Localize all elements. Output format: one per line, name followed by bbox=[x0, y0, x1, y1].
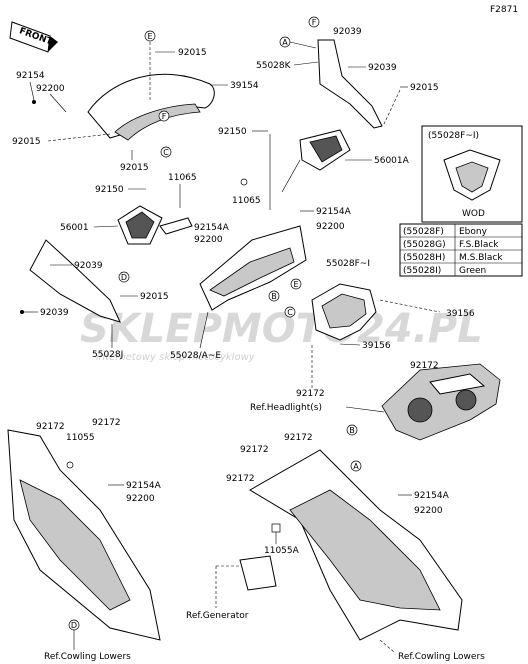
label-92154-left: 92154 bbox=[16, 71, 45, 81]
color-code-2: (55028H) bbox=[403, 253, 445, 263]
callout-b bbox=[268, 290, 280, 302]
label-92200-right: 92200 bbox=[316, 222, 345, 232]
callout-b2-label: B bbox=[349, 426, 355, 435]
label-11065-a: 11065 bbox=[232, 196, 261, 206]
label-92039-left: 92039 bbox=[74, 261, 103, 271]
label-92039-top: 92039 bbox=[333, 27, 362, 37]
watermark-text: SKLEPMOTO24.PL bbox=[80, 306, 483, 352]
callout-d-label: D bbox=[121, 273, 127, 282]
label-11065-b: 11065 bbox=[168, 173, 197, 183]
label-92154A-low: 92154A bbox=[126, 481, 162, 491]
label-56001: 56001 bbox=[60, 223, 89, 233]
label-92015-left: 92015 bbox=[12, 137, 41, 147]
label-92150-mid: 92150 bbox=[95, 185, 124, 195]
color-code-0: (55028F) bbox=[403, 227, 444, 237]
callout-a2 bbox=[350, 460, 362, 472]
label-92015-top: 92015 bbox=[178, 48, 207, 58]
callout-b2 bbox=[346, 424, 358, 436]
label-39156-a: 39156 bbox=[446, 309, 475, 319]
callout-d2-label: D bbox=[71, 621, 77, 630]
callout-f2 bbox=[308, 16, 320, 28]
inset-caption: WOD bbox=[462, 209, 485, 219]
watermark: SKLEPMOTO24.PL internetowy sklep motocyk… bbox=[80, 306, 483, 363]
label-92154A-right: 92154A bbox=[316, 207, 352, 217]
callout-e bbox=[144, 30, 156, 42]
color-name-0: Ebony bbox=[459, 227, 488, 237]
callout-b-label: B bbox=[271, 292, 277, 301]
callout-a-label: A bbox=[282, 38, 288, 47]
wod-inset: (55028F~I) WOD bbox=[421, 125, 523, 223]
label-92172-c: 92172 bbox=[36, 422, 65, 432]
center-cowl-part bbox=[311, 283, 377, 341]
color-name-1: F.S.Black bbox=[459, 240, 499, 250]
label-56001A: 56001A bbox=[374, 156, 410, 166]
headlight-part bbox=[381, 363, 501, 441]
lower-left-cowl-part bbox=[7, 429, 161, 641]
label-92200-low2: 92200 bbox=[414, 506, 443, 516]
inner-panel-part bbox=[199, 225, 307, 311]
label-92172-e: 92172 bbox=[284, 433, 313, 443]
label-92172-f: 92172 bbox=[240, 445, 269, 455]
page-code: F2871 bbox=[490, 5, 518, 15]
color-code-3: (55028I) bbox=[403, 266, 441, 276]
color-code-1: (55028G) bbox=[403, 240, 446, 250]
label-92015-right: 92015 bbox=[410, 83, 439, 93]
label-55028K: 55028K bbox=[256, 61, 292, 71]
label-92154A-low2: 92154A bbox=[414, 491, 450, 501]
callout-d bbox=[118, 271, 130, 283]
callout-f bbox=[158, 110, 170, 122]
label-92172-g: 92172 bbox=[226, 474, 255, 484]
callout-c2 bbox=[284, 306, 296, 318]
ref-headlights: Ref.Headlight(s) bbox=[250, 403, 322, 413]
label-55028-AE: 55028/A~E bbox=[170, 351, 221, 361]
label-92150-top: 92150 bbox=[218, 127, 247, 137]
callout-c2-label: C bbox=[287, 308, 293, 317]
inset-label: (55028F~I) bbox=[428, 131, 479, 141]
label-92172-d: 92172 bbox=[92, 418, 121, 428]
upper-cowl-part bbox=[87, 73, 215, 141]
side-trim-part bbox=[29, 239, 121, 323]
label-92172-b: 92172 bbox=[410, 361, 439, 371]
mirror-left-part bbox=[117, 205, 193, 245]
lower-right-cowl-part bbox=[249, 449, 463, 641]
label-92154A-mid: 92154A bbox=[194, 223, 230, 233]
callout-e-label: E bbox=[147, 32, 152, 41]
label-11055A: 11055A bbox=[264, 546, 300, 556]
label-92015-mid: 92015 bbox=[120, 163, 149, 173]
callout-a2-label: A bbox=[353, 462, 359, 471]
watermark-subtitle: internetowy sklep motocyklowy bbox=[96, 352, 256, 363]
label-55028J: 55028J bbox=[92, 350, 123, 360]
callout-e2-label: E bbox=[293, 280, 298, 289]
color-table: (55028F) Ebony (55028G) F.S.Black (55028… bbox=[399, 223, 523, 277]
label-55028F-I: 55028F~I bbox=[326, 259, 370, 269]
label-92015-lower: 92015 bbox=[140, 292, 169, 302]
color-name-2: M.S.Black bbox=[459, 253, 503, 263]
label-92172-a: 92172 bbox=[296, 389, 325, 399]
ref-generator: Ref.Generator bbox=[186, 611, 249, 621]
color-name-3: Green bbox=[459, 266, 486, 276]
ref-cowling-lowers-right: Ref.Cowling Lowers bbox=[398, 652, 485, 662]
label-92200-low: 92200 bbox=[126, 494, 155, 504]
label-92200-mid: 92200 bbox=[194, 235, 223, 245]
label-92039-right: 92039 bbox=[368, 63, 397, 73]
callout-c bbox=[160, 146, 172, 158]
callout-f-label: F bbox=[162, 112, 167, 121]
callout-f2-label: F bbox=[312, 18, 317, 27]
label-39156-b: 39156 bbox=[362, 341, 391, 351]
label-11055: 11055 bbox=[66, 433, 95, 443]
ref-cowling-lowers-left: Ref.Cowling Lowers bbox=[44, 652, 131, 662]
callout-c-label: C bbox=[163, 148, 169, 157]
generator-bracket-part bbox=[239, 555, 277, 591]
mirror-right-part bbox=[281, 129, 351, 193]
callout-e2 bbox=[290, 278, 302, 290]
label-39154: 39154 bbox=[230, 81, 259, 91]
label-92200-left: 92200 bbox=[36, 84, 65, 94]
front-arrow-icon: FRONT bbox=[9, 21, 58, 53]
mirror-bracket-part bbox=[317, 39, 383, 129]
label-92039-bottom: 92039 bbox=[40, 308, 69, 318]
